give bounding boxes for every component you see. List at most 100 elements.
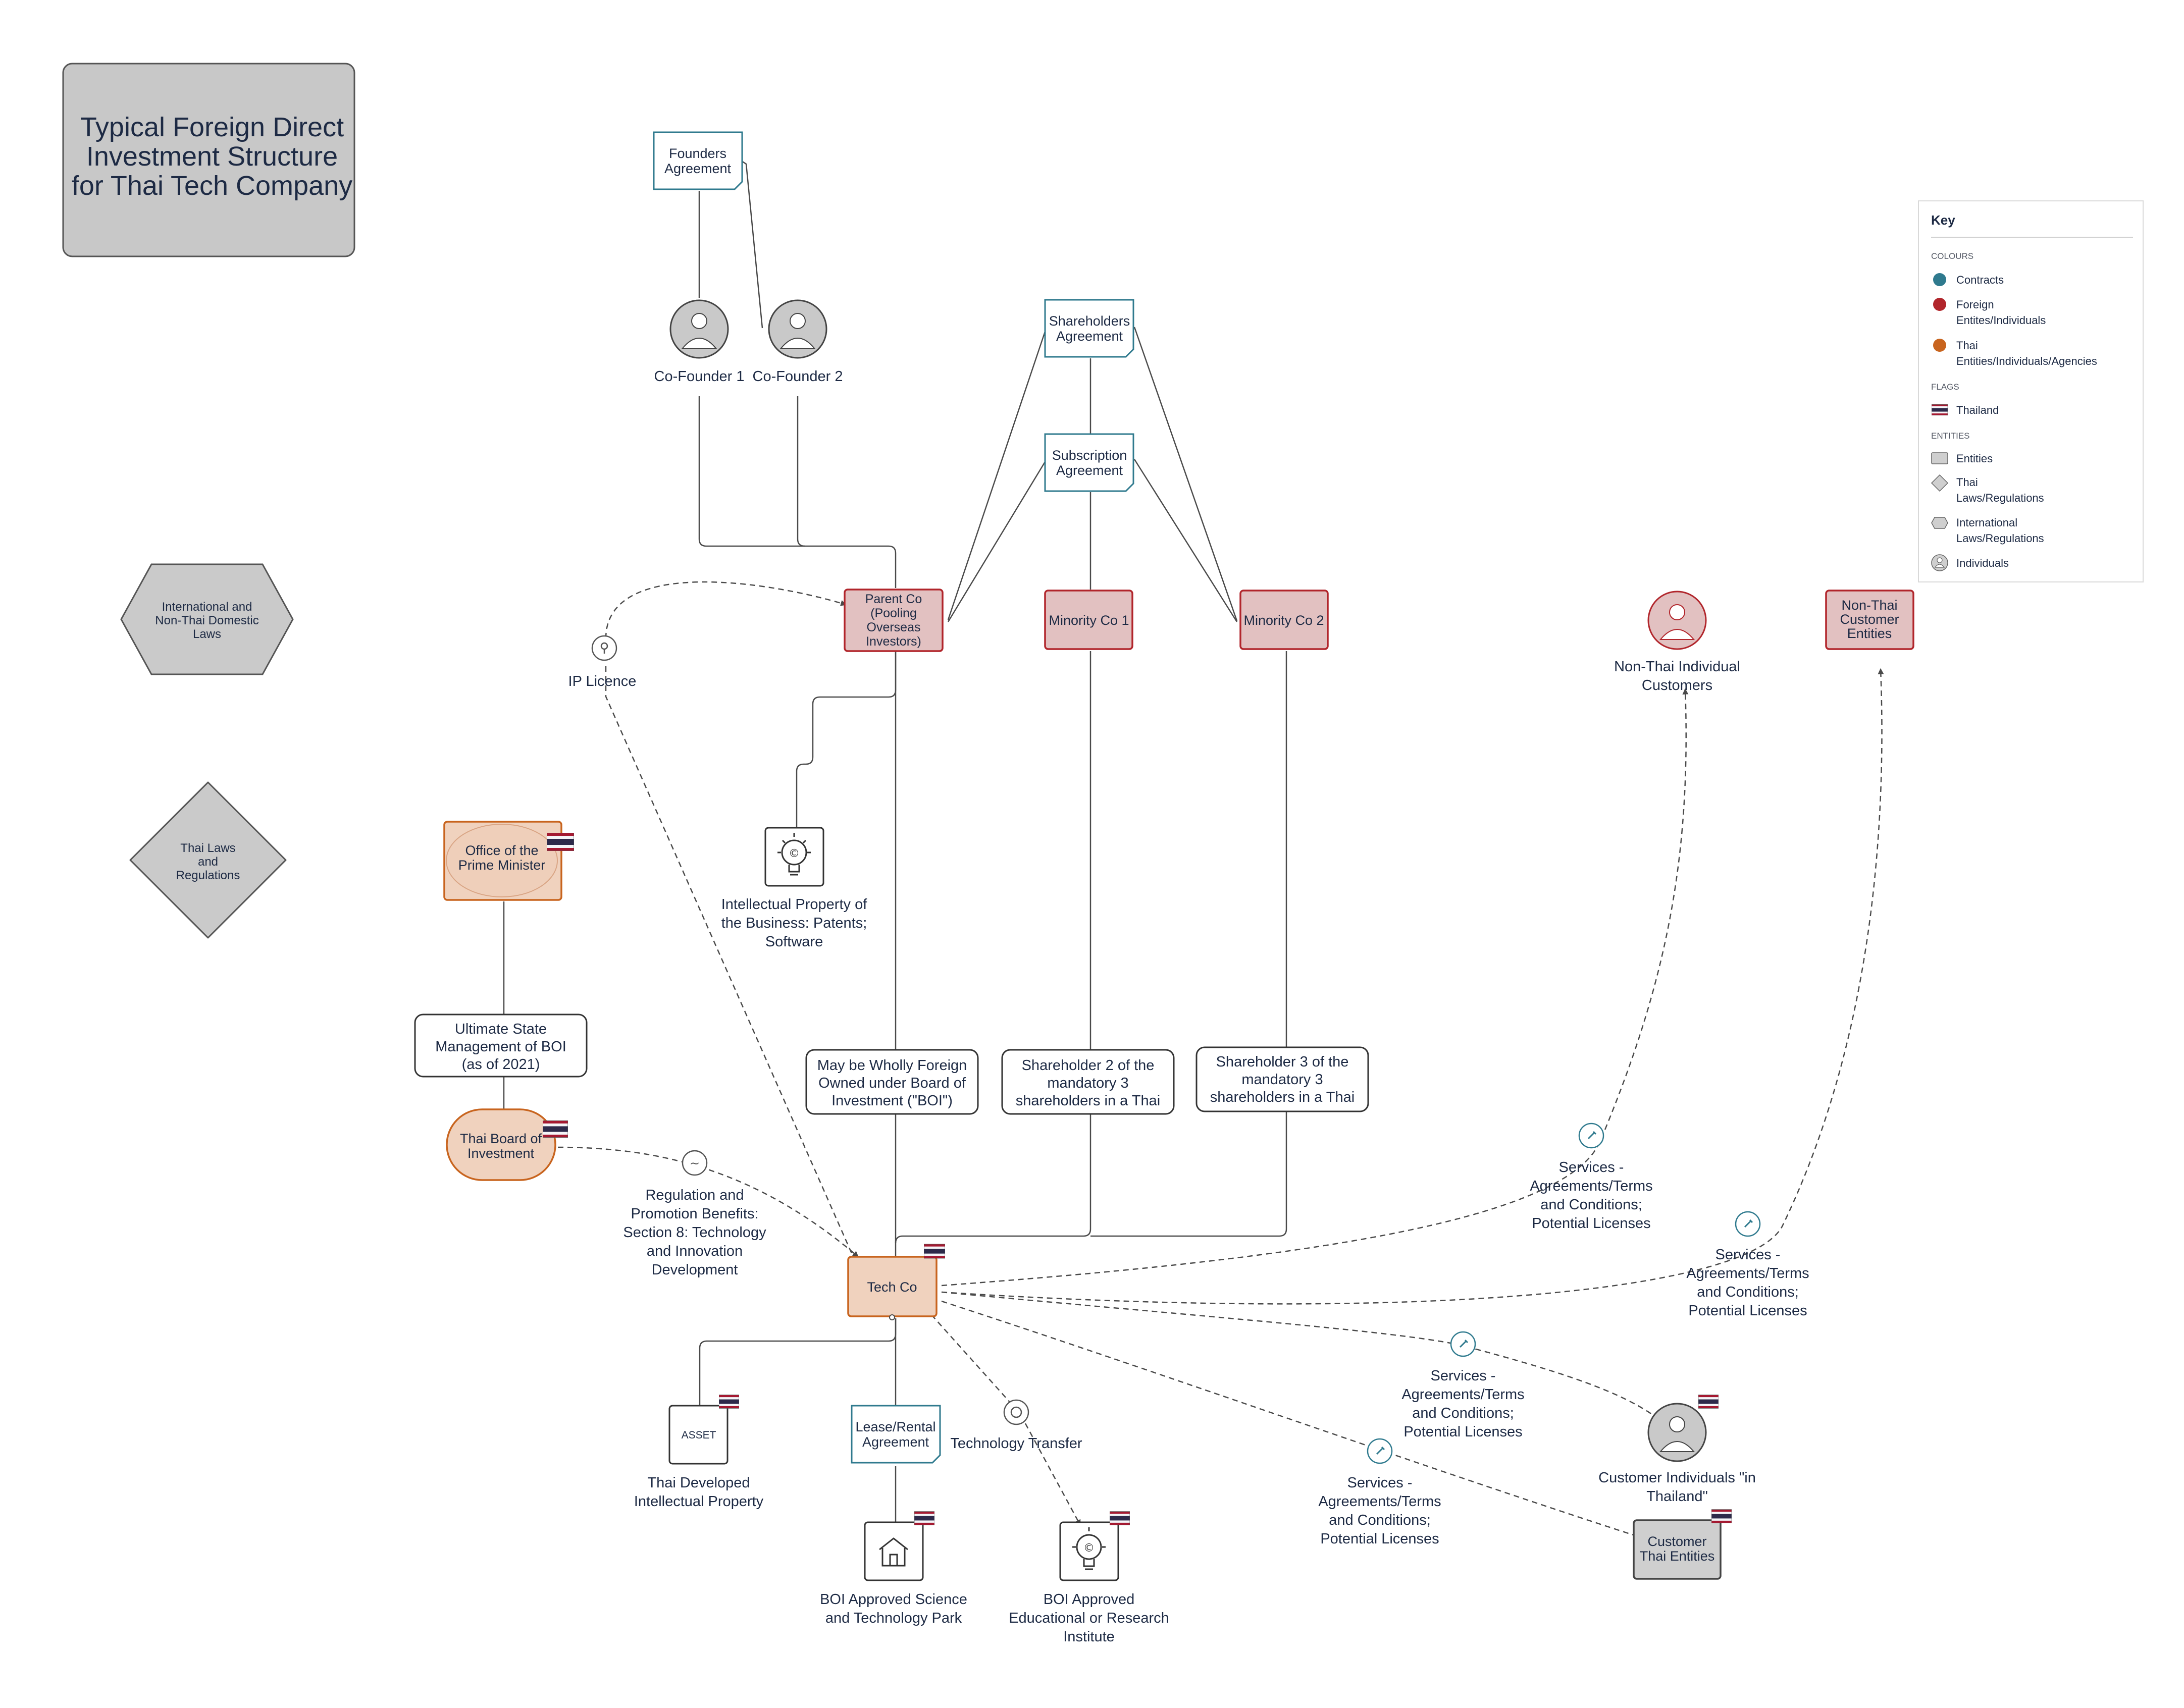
foreign-color-swatch bbox=[1933, 298, 1946, 311]
office-pm-line-2: Prime Minister bbox=[458, 858, 546, 873]
non-thai-entities-node[interactable]: Non-Thai Customer Entities bbox=[1825, 590, 1914, 650]
edu-institute-line-2: Educational or Research bbox=[1009, 1610, 1169, 1626]
cofounder1-node[interactable]: Co-Founder 1 bbox=[654, 299, 745, 385]
services1-line-2: Agreements/Terms bbox=[1530, 1178, 1652, 1194]
thai-laws-line-3: Regulations bbox=[176, 869, 240, 882]
edge-subscription-parent bbox=[947, 459, 1048, 622]
thailand-flag-icon bbox=[719, 1395, 739, 1409]
shareholder3-callout: Shareholder 3 of the mandatory 3 shareho… bbox=[1195, 1046, 1369, 1112]
intl-laws-hexagon: International and Non-Thai Domestic Laws bbox=[120, 563, 294, 675]
ip-business-line-3: Software bbox=[765, 934, 823, 950]
lease-agreement-node[interactable]: Lease/Rental Agreement bbox=[851, 1405, 941, 1464]
key-icon bbox=[1459, 1339, 1469, 1348]
regulation-line-5: Development bbox=[652, 1262, 738, 1278]
lightbulb-icon: © bbox=[1072, 1527, 1106, 1570]
ip-business-line-2: the Business: Patents; bbox=[721, 915, 867, 931]
services2-line-2: Agreements/Terms bbox=[1686, 1265, 1809, 1282]
thailand-flag-icon bbox=[924, 1244, 945, 1259]
subscription-agreement-node[interactable]: Subscription Agreement bbox=[1044, 433, 1134, 492]
key-entity-2b: Laws/Regulations bbox=[1956, 532, 2044, 545]
science-park-node[interactable]: BOI Approved Science and Technology Park bbox=[820, 1511, 967, 1626]
key-colour-1b: Entites/Individuals bbox=[1956, 314, 2046, 327]
edu-institute-node[interactable]: © BOI Approved Educational or Research I… bbox=[1009, 1511, 1169, 1645]
services1-line-4: Potential Licenses bbox=[1532, 1215, 1650, 1232]
ip-licence-text: IP Licence bbox=[568, 673, 637, 689]
key-entity-0: Entities bbox=[1956, 452, 1993, 465]
wholly-foreign-line-2: Owned under Board of bbox=[818, 1075, 966, 1091]
minority-co1-node[interactable]: Minority Co 1 bbox=[1044, 590, 1133, 650]
thai-boi-node[interactable]: Thai Board of Investment bbox=[446, 1108, 568, 1181]
customer-entities-line-1: Customer bbox=[1647, 1534, 1706, 1549]
ip-licence-label: IP Licence bbox=[568, 635, 637, 689]
edge-techco-to-nonthai-ent bbox=[941, 668, 1884, 1305]
thailand-flag-icon bbox=[914, 1511, 934, 1525]
subscription-agreement-line-2: Agreement bbox=[1056, 463, 1123, 478]
science-park-line-2: and Technology Park bbox=[825, 1610, 962, 1626]
lease-agreement-line-2: Agreement bbox=[862, 1434, 929, 1450]
connectors bbox=[503, 158, 1287, 1522]
intl-laws-line-2: Non-Thai Domestic bbox=[155, 614, 258, 627]
founders-agreement-node[interactable]: Founders Agreement bbox=[653, 131, 743, 190]
key-colour-2b: Entities/Individuals/Agencies bbox=[1956, 355, 2097, 367]
minority-co1-label: Minority Co 1 bbox=[1049, 613, 1129, 628]
svg-text:©: © bbox=[789, 847, 800, 860]
edu-institute-line-1: BOI Approved bbox=[1044, 1591, 1135, 1608]
customer-entities-node[interactable]: Customer Thai Entities bbox=[1633, 1509, 1732, 1580]
parent-co-line-1: Parent Co bbox=[865, 592, 922, 606]
edge-techco-to-nonthai-ind bbox=[941, 688, 1689, 1287]
parent-co-line-2: (Pooling bbox=[870, 606, 917, 620]
non-thai-individuals-node[interactable]: Non-Thai Individual Customers bbox=[1614, 591, 1740, 693]
services-label-4: Services - Agreements/Terms and Conditio… bbox=[1318, 1438, 1441, 1547]
thai-ip-line-1: Thai Developed bbox=[647, 1475, 750, 1491]
cofounder1-label: Co-Founder 1 bbox=[654, 368, 745, 385]
shareholder3-line-1: Shareholder 3 of the bbox=[1216, 1054, 1349, 1070]
non-thai-entities-line-3: Entities bbox=[1847, 626, 1892, 641]
edge-techco-to-edu bbox=[931, 1314, 1081, 1526]
ip-business-node[interactable]: © Intellectual Property of the Business:… bbox=[721, 827, 867, 950]
cofounder2-label: Co-Founder 2 bbox=[753, 368, 843, 385]
thailand-flag-icon bbox=[1698, 1395, 1719, 1409]
intl-laws-line-1: International and bbox=[162, 600, 252, 614]
customer-entities-line-2: Thai Entities bbox=[1640, 1549, 1715, 1564]
title-line-2: Investment Structure bbox=[86, 141, 338, 172]
edge-ip-licence-to-parent bbox=[605, 581, 847, 639]
customer-individuals-node[interactable]: Customer Individuals "in Thailand" bbox=[1598, 1395, 1756, 1505]
tech-co-label: Tech Co bbox=[867, 1279, 917, 1295]
thai-ip-node[interactable]: ASSET Thai Developed Intellectual Proper… bbox=[634, 1395, 764, 1510]
founders-agreement-line-1: Founders bbox=[669, 146, 726, 161]
key-entity-3: Individuals bbox=[1956, 557, 2009, 569]
cofounder2-node[interactable]: Co-Founder 2 bbox=[753, 299, 843, 385]
key-entity-1a: Thai bbox=[1956, 476, 1978, 489]
services1-line-3: and Conditions; bbox=[1540, 1197, 1642, 1213]
parent-co-node[interactable]: Parent Co (Pooling Overseas Investors) bbox=[844, 589, 944, 652]
science-park-line-1: BOI Approved Science bbox=[820, 1591, 967, 1608]
services-label-2: Services - Agreements/Terms and Conditio… bbox=[1686, 1211, 1809, 1319]
thai-ip-line-2: Intellectual Property bbox=[634, 1493, 764, 1510]
services4-line-2: Agreements/Terms bbox=[1318, 1493, 1441, 1510]
minority-co2-node[interactable]: Minority Co 2 bbox=[1239, 590, 1329, 650]
person-icon bbox=[1931, 554, 1948, 571]
edge-founders-cofounder2 bbox=[738, 158, 763, 329]
office-pm-node[interactable]: Office of the Prime Minister bbox=[443, 821, 574, 901]
edge-minority1-techco bbox=[895, 651, 1091, 1244]
tech-co-node[interactable]: Tech Co bbox=[847, 1244, 945, 1320]
key-flags-heading: FLAGS bbox=[1931, 382, 1959, 392]
edge-boi-to-techco bbox=[557, 1146, 859, 1257]
non-thai-individuals-line-1: Non-Thai Individual bbox=[1614, 659, 1740, 675]
entity-rect-icon bbox=[1931, 452, 1948, 464]
parent-co-line-4: Investors) bbox=[866, 634, 921, 649]
asset-label: ASSET bbox=[682, 1429, 716, 1441]
shareholder2-callout: Shareholder 2 of the mandatory 3 shareho… bbox=[1001, 1049, 1175, 1115]
lease-agreement-line-1: Lease/Rental bbox=[855, 1419, 935, 1434]
dashed-connectors bbox=[557, 581, 1884, 1539]
edge-subscription-minority2 bbox=[1133, 459, 1238, 622]
edge-parent-ip bbox=[796, 651, 897, 830]
hexagon-icon bbox=[1931, 517, 1948, 529]
regulation-label: ~ Regulation and Promotion Benefits: Sec… bbox=[623, 1150, 766, 1278]
shareholders-agreement-node[interactable]: Shareholders Agreement bbox=[1044, 299, 1134, 358]
thai-color-swatch bbox=[1933, 339, 1946, 352]
edge-cofounder2-parent bbox=[797, 396, 805, 547]
parent-co-line-3: Overseas bbox=[867, 620, 921, 634]
diamond-icon bbox=[1931, 474, 1949, 492]
key-panel: Key COLOURS Contracts Foreign Entites/In… bbox=[1918, 200, 2144, 582]
